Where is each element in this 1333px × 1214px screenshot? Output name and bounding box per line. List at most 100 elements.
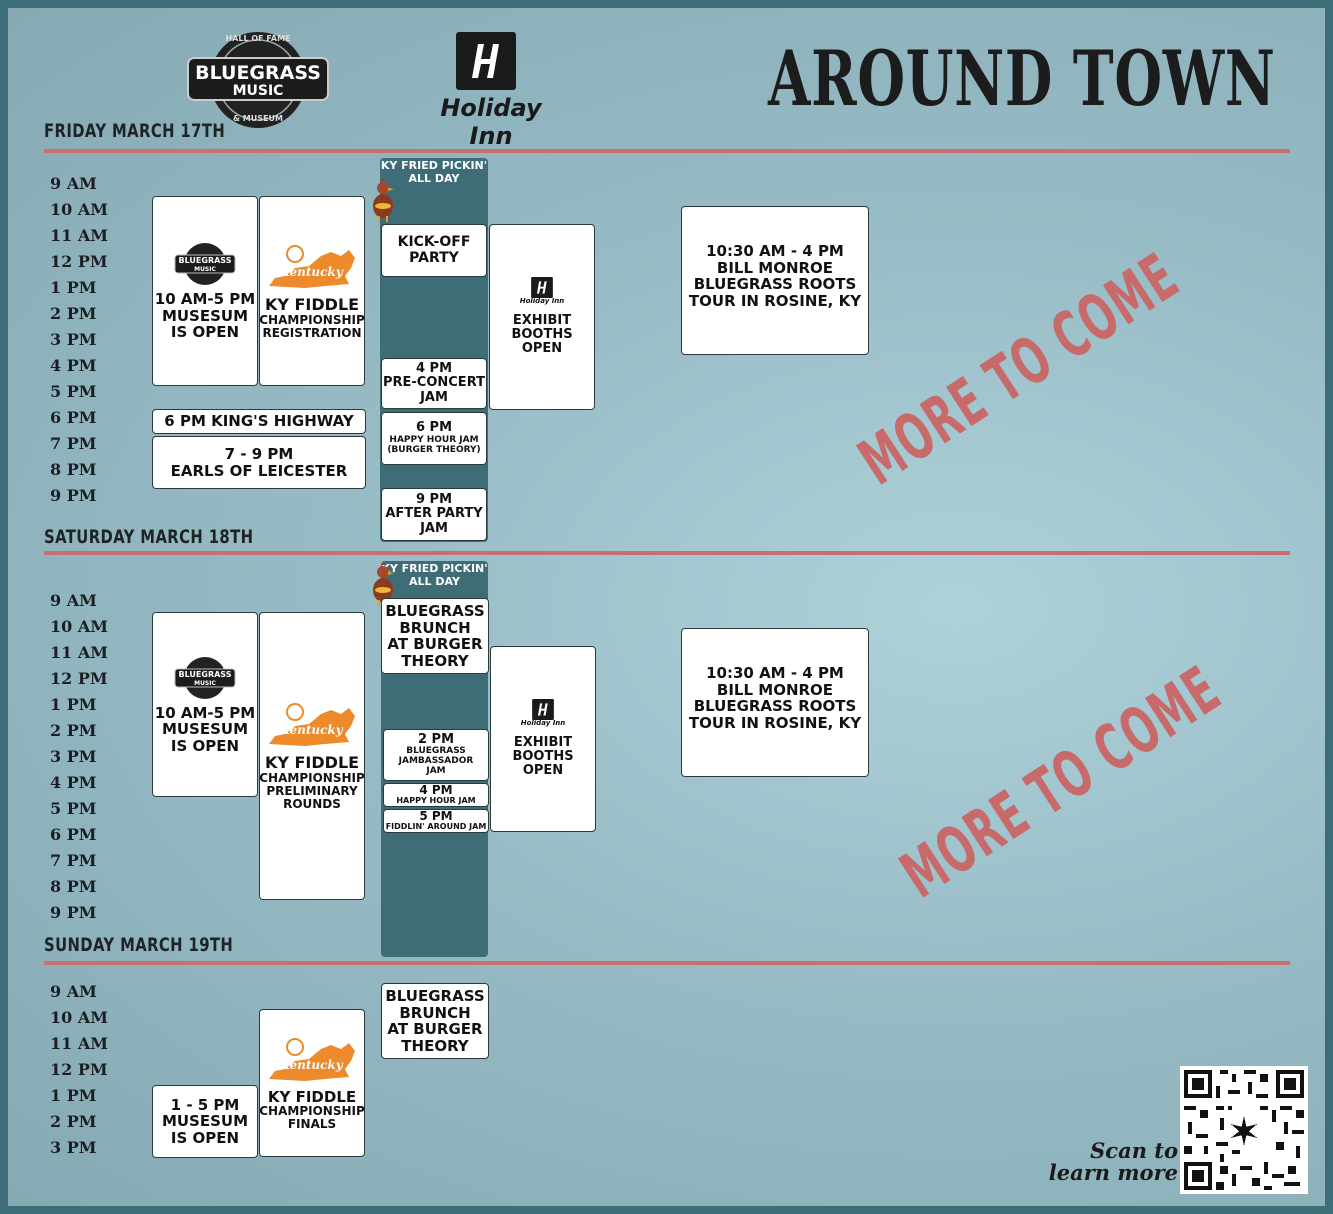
hour-label: 1 PM — [50, 278, 97, 297]
holiday-inn-h-icon — [531, 277, 553, 299]
day-rule-friday — [44, 149, 1290, 153]
card-line: BLUEGRASS — [406, 746, 466, 757]
card-line: BOOTHS — [512, 749, 574, 765]
schedule-poster: HALL OF FAME BLUEGRASS MUSIC & MUSEUM Ho… — [8, 8, 1325, 1206]
more-to-come-saturday: MORE TO COME — [888, 652, 1234, 914]
day-rule-saturday — [44, 551, 1290, 555]
card-line: CHAMPIONSHIP — [259, 1104, 365, 1119]
exhibit-booths-card-friday: Holiday Inn EXHIBIT BOOTHS OPEN — [489, 224, 595, 410]
card-line: MUSESUM — [161, 720, 249, 739]
card-line: KY FIDDLE — [264, 295, 360, 315]
hour-label: 2 PM — [50, 304, 97, 323]
hour-label: 12 PM — [50, 1060, 108, 1079]
preconcert-jam-card: 4 PM PRE-CONCERT JAM — [381, 358, 487, 409]
card-line: KY FIDDLE — [264, 753, 360, 773]
museum-open-card-friday: BLUEGRASS MUSIC 10 AM-5 PM MUSESUM IS OP… — [152, 196, 258, 386]
exhibit-booths-card-saturday: Holiday Inn EXHIBIT BOOTHS OPEN — [490, 646, 596, 832]
ky-fried-pickin-lane-friday — [380, 158, 488, 542]
holiday-inn-logo: Holiday Inn — [416, 32, 566, 150]
bluegrass-museum-logo: HALL OF FAME BLUEGRASS MUSIC & MUSEUM — [186, 28, 330, 132]
hotel-name: Holiday Inn — [440, 94, 542, 150]
hour-label: 9 AM — [50, 174, 97, 193]
lane-title-friday: KY FRIED PICKIN' ALL DAY — [380, 159, 488, 185]
hour-label: 2 PM — [50, 1112, 97, 1131]
bluegrass-museum-mini-icon: BLUEGRASS MUSIC — [174, 241, 236, 287]
hour-label: 12 PM — [50, 669, 108, 688]
hour-label: 7 PM — [50, 434, 97, 453]
happy-hour-jam-card-friday: 6 PM HAPPY HOUR JAM (BURGER THEORY) — [381, 412, 487, 465]
card-line: 5 PM — [419, 809, 453, 823]
card-line: PRE-CONCERT — [382, 375, 485, 391]
hour-label: 3 PM — [50, 1138, 97, 1157]
hour-label: 9 PM — [50, 903, 97, 922]
lane-title-line: ALL DAY — [408, 171, 460, 185]
svg-text:BLUEGRASS: BLUEGRASS — [179, 670, 232, 679]
bill-monroe-tour-card-friday: 10:30 AM - 4 PM BILL MONROE BLUEGRASS RO… — [681, 206, 869, 355]
card-line: 4 PM — [419, 783, 453, 797]
card-line: PRELIMINARY — [266, 784, 358, 799]
card-line: JAM — [426, 766, 446, 777]
lane-title-line: ALL DAY — [409, 574, 460, 588]
day-title-sunday: SUNDAY MARCH 19TH — [44, 934, 234, 956]
hour-label: 11 AM — [50, 1034, 108, 1053]
card-line: JAM — [420, 520, 448, 536]
hour-label: 1 PM — [50, 695, 97, 714]
card-line: THEORY — [401, 1036, 469, 1055]
hour-label: 3 PM — [50, 747, 97, 766]
svg-text:Kentucky: Kentucky — [278, 723, 343, 737]
logo-line2: MUSIC — [232, 83, 284, 99]
card-line: CHAMPIONSHIP — [259, 312, 365, 327]
card-line: OPEN — [522, 763, 564, 779]
qr-code[interactable] — [1180, 1066, 1308, 1194]
hour-label: 3 PM — [50, 330, 97, 349]
card-line: 7 - 9 PM — [224, 445, 294, 463]
card-line: OPEN — [521, 341, 563, 357]
kentucky-map-icon: Kentucky — [269, 245, 355, 289]
fiddlin-around-jam-card: 5 PM FIDDLIN' AROUND JAM — [383, 809, 489, 833]
card-line: THEORY — [401, 651, 469, 670]
hour-label: 12 PM — [50, 252, 108, 271]
hour-label: 10 AM — [50, 1008, 108, 1027]
earls-of-leicester-card: 7 - 9 PM EARLS OF LEICESTER — [152, 436, 366, 489]
card-line: HAPPY HOUR JAM — [389, 434, 479, 445]
kentucky-map-icon: Kentucky — [269, 703, 355, 747]
kickoff-party-card: KICK-OFF PARTY — [381, 224, 487, 277]
card-line: 1 - 5 PM — [170, 1095, 240, 1114]
museum-open-card-saturday: BLUEGRASS MUSIC 10 AM-5 PM MUSESUM IS OP… — [152, 612, 258, 797]
card-line: MUSESUM — [161, 306, 249, 325]
chicken-icon — [373, 562, 394, 606]
hour-label: 5 PM — [50, 799, 97, 818]
more-to-come-friday: MORE TO COME — [846, 239, 1192, 501]
jambassador-jam-card: 2 PM BLUEGRASS JAMBASSADOR JAM — [383, 729, 489, 781]
qr-caption: Scan to learn more — [1018, 1139, 1178, 1184]
holiday-inn-h-icon — [456, 32, 516, 90]
hour-label: 10 AM — [50, 200, 108, 219]
card-line: MUSESUM — [161, 1112, 249, 1131]
bluegrass-brunch-card-sunday: BLUEGRASS BRUNCH AT BURGER THEORY — [381, 983, 489, 1059]
card-line: PARTY — [409, 249, 459, 266]
hour-label: 7 PM — [50, 851, 97, 870]
hour-label: 10 AM — [50, 617, 108, 636]
happy-hour-jam-card-saturday: 4 PM HAPPY HOUR JAM — [383, 783, 489, 807]
card-line: 2 PM — [417, 732, 455, 748]
card-line: BILL MONROE — [716, 258, 834, 277]
card-line: AFTER PARTY — [385, 506, 483, 522]
hour-label: 4 PM — [50, 773, 97, 792]
card-line: 10:30 AM - 4 PM — [706, 664, 844, 682]
card-line: IS OPEN — [170, 736, 240, 755]
card-line: BRUNCH — [399, 1003, 471, 1022]
card-line: EARLS OF LEICESTER — [170, 461, 348, 480]
hour-label: 9 AM — [50, 591, 97, 610]
card-line: BOOTHS — [511, 327, 573, 343]
card-line: BRUNCH — [399, 618, 471, 637]
hour-label: 6 PM — [50, 825, 97, 844]
after-party-jam-card: 9 PM AFTER PARTY JAM — [381, 488, 487, 541]
card-line: FIDDLIN' AROUND JAM — [385, 822, 487, 832]
museum-open-card-sunday: 1 - 5 PM MUSESUM IS OPEN — [152, 1085, 258, 1158]
hour-label: 9 AM — [50, 982, 97, 1001]
ky-fiddle-card-saturday: Kentucky KY FIDDLE CHAMPIONSHIP PRELIMIN… — [259, 612, 365, 900]
card-line: IS OPEN — [170, 1128, 240, 1147]
card-line: BLUEGRASS — [385, 987, 485, 1005]
logo-bottom-text: & MUSEUM — [233, 114, 283, 123]
lane-title-line: KY FRIED PICKIN' — [380, 159, 488, 172]
